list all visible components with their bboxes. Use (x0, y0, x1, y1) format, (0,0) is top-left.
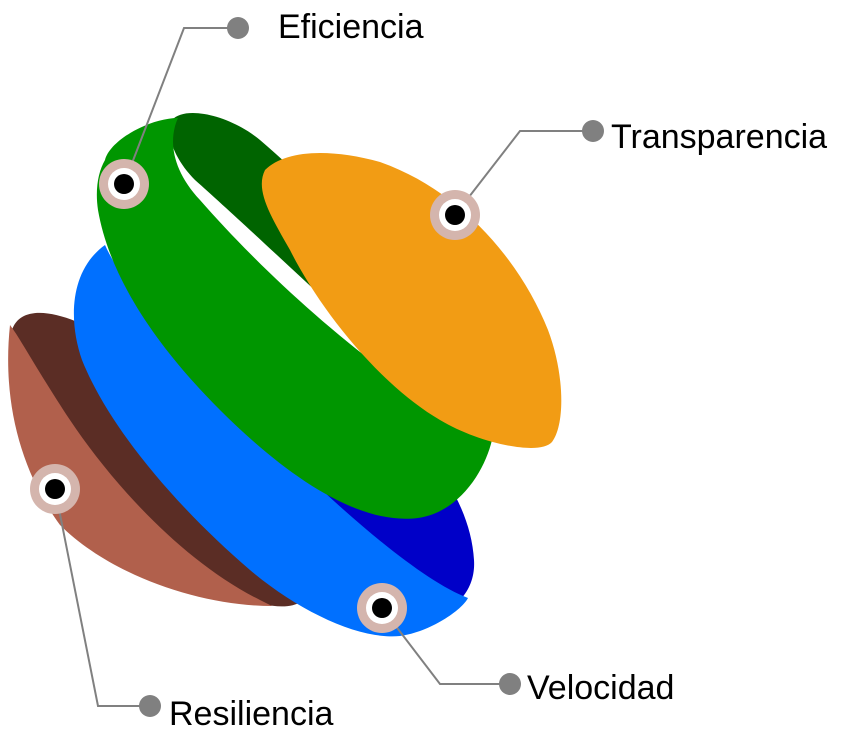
gray-dot-icon (139, 695, 161, 717)
ring-dot-icon-velocidad (357, 583, 407, 633)
label-velocidad: Velocidad (527, 669, 675, 707)
ring-dot-icon-transparencia (430, 190, 480, 240)
ring-dot-icon-resiliencia (30, 464, 80, 514)
gray-dot-icon (499, 673, 521, 695)
label-transparencia: Transparencia (611, 118, 828, 156)
gray-dot-icon (582, 120, 604, 142)
gray-dot-icon (227, 17, 249, 39)
label-eficiencia: Eficiencia (278, 8, 424, 46)
connector-velocidad (381, 607, 510, 685)
ring-dot-icon-eficiencia (99, 159, 149, 209)
connector-transparencia (454, 130, 593, 216)
brown-disc-face (8, 325, 273, 606)
green-disc-face (96, 118, 492, 519)
connector-eficiencia (123, 27, 238, 185)
orange-disc-face (261, 152, 562, 448)
connector-resiliencia (54, 488, 150, 707)
label-resiliencia: Resiliencia (169, 695, 334, 730)
